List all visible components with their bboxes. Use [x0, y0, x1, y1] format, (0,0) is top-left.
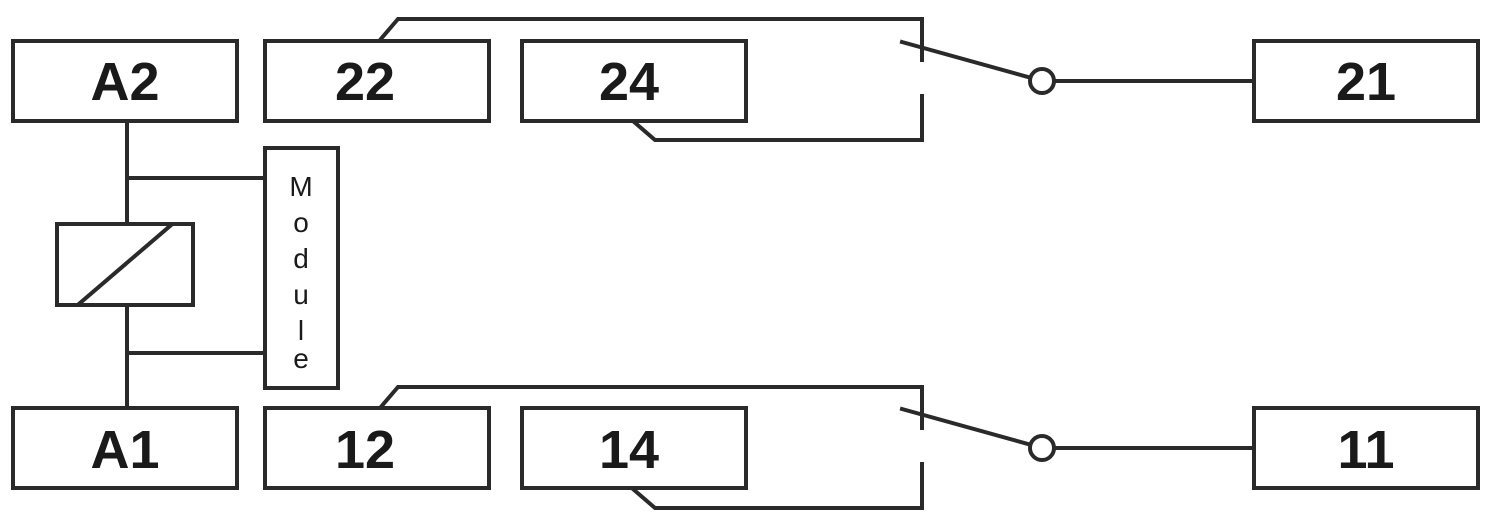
terminal-24: 24: [520, 39, 748, 123]
terminal-label: A2: [90, 52, 159, 112]
terminal-label: 14: [599, 420, 659, 480]
wire-12-to-switch: [377, 385, 924, 430]
terminal-14: 14: [520, 406, 748, 490]
module-letter: u: [293, 279, 309, 310]
module-letter: d: [293, 243, 309, 274]
coil-symbol: [55, 222, 195, 307]
terminal-12: 12: [263, 406, 491, 490]
terminal-22: 22: [263, 39, 491, 123]
terminal-label: 21: [1336, 52, 1396, 112]
switch-blade-upper: [899, 39, 1031, 80]
switch-pivot-upper: [1028, 67, 1056, 95]
switch-blade-lower: [899, 406, 1031, 447]
terminal-label: A1: [90, 420, 159, 480]
coil-diagonal: [77, 223, 173, 306]
wire-14-to-switch: [630, 462, 924, 510]
switch-pivot-lower: [1028, 434, 1056, 462]
contact-set-lower: [377, 385, 1256, 510]
module-letter: M: [289, 171, 312, 202]
terminal-a2: A2: [11, 39, 239, 123]
terminal-label: 11: [1337, 420, 1394, 480]
module-letter: l: [298, 315, 304, 346]
terminal-label: 12: [335, 420, 395, 480]
module-letter: e: [293, 343, 309, 374]
terminal-label: 24: [599, 52, 659, 112]
contact-set-upper: [377, 17, 1256, 142]
module-letter: o: [293, 207, 309, 238]
module-block: M o d u l e: [263, 146, 340, 390]
wire-22-to-switch: [377, 17, 924, 62]
module-box: [263, 146, 340, 390]
terminal-label: 22: [335, 52, 395, 112]
terminal-a1: A1: [11, 406, 239, 490]
wire-24-to-switch: [630, 94, 924, 142]
terminal-21: 21: [1252, 39, 1480, 123]
terminal-11: 11: [1252, 406, 1480, 490]
